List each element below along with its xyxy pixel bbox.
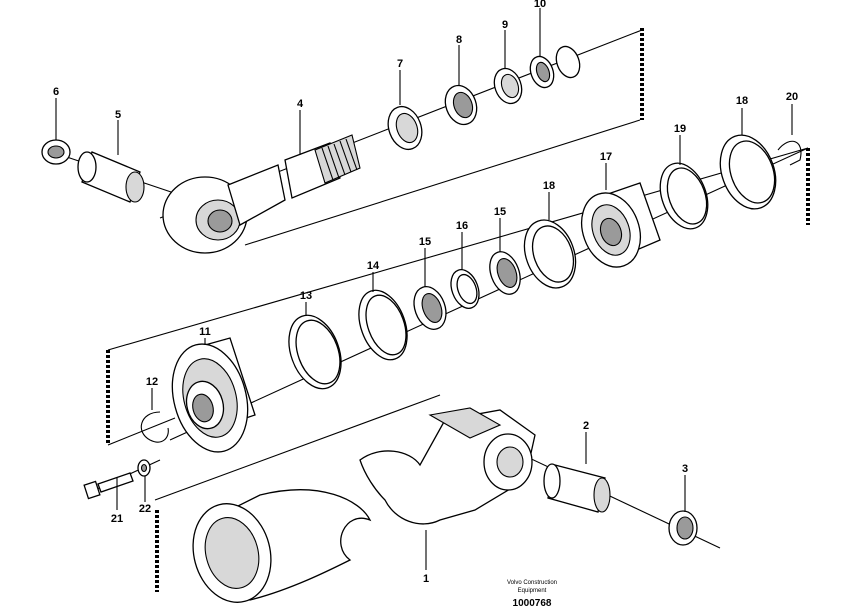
label-20: 20: [786, 91, 798, 103]
part-15-ring-a: [489, 251, 521, 295]
label-1: 1: [423, 573, 429, 585]
label-8: 8: [456, 34, 462, 46]
part-9-ring: [493, 67, 523, 105]
label-17: 17: [600, 151, 612, 163]
part-16-ring: [450, 269, 480, 309]
part-13-seal: [288, 314, 342, 390]
label-6: 6: [53, 86, 59, 98]
label-10: 10: [534, 0, 546, 10]
part-19-ring: [719, 134, 777, 210]
part-15-ring-b: [413, 286, 447, 330]
part-21-screw: [83, 472, 134, 500]
footer-brand-line1: Volvo Construction: [507, 580, 557, 586]
part-8-ring: [444, 84, 478, 126]
label-2: 2: [583, 420, 589, 432]
label-15-right: 15: [494, 206, 506, 218]
label-13: 13: [300, 290, 312, 302]
break-line-mid: [106, 148, 810, 445]
leader-lines: [55, 8, 793, 570]
part-6-wiper: [41, 139, 71, 165]
label-3: 3: [682, 463, 688, 475]
figure-number: 1000768: [513, 598, 552, 609]
part-5-bushing: [77, 151, 145, 203]
label-19: 19: [674, 123, 686, 135]
label-16: 16: [456, 220, 468, 232]
part-17-piston: [581, 182, 661, 268]
part-22-washer: [137, 459, 151, 477]
label-12: 12: [146, 376, 158, 388]
part-19-seal: [659, 162, 709, 230]
part-14-seal: [358, 289, 408, 361]
label-18-right: 18: [736, 95, 748, 107]
part-18-ring: [523, 219, 577, 289]
label-5: 5: [115, 109, 121, 121]
part-20-clip: [777, 140, 802, 166]
part-12-snap-ring: [140, 411, 169, 443]
part-7-seal: [387, 105, 423, 151]
footer-brand-line2: Equipment: [518, 588, 547, 594]
label-21: 21: [111, 513, 123, 525]
label-4: 4: [297, 98, 304, 110]
part-11-cylinder-head: [171, 337, 256, 453]
part-2-bushing: [543, 463, 611, 513]
label-18-top: 18: [543, 180, 555, 192]
part-10-guide: [529, 45, 581, 89]
label-22: 22: [139, 503, 151, 515]
part-1-cylinder-tube: [192, 407, 536, 603]
label-11: 11: [199, 326, 211, 338]
label-7: 7: [397, 58, 403, 70]
part-3-wiper: [668, 510, 698, 546]
label-15-left: 15: [419, 236, 431, 248]
label-9: 9: [502, 19, 508, 31]
label-14: 14: [367, 260, 380, 272]
part-4-piston-rod: [162, 134, 361, 254]
